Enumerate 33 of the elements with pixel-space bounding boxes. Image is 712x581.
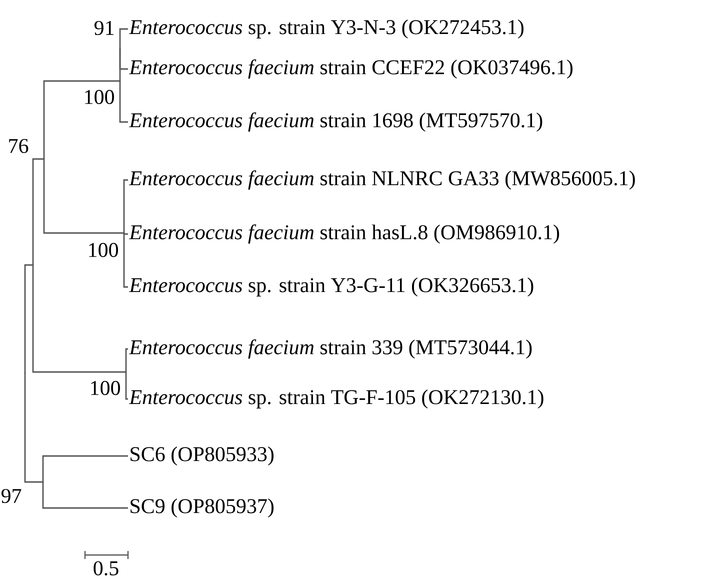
taxon-label: Enterococcus sp. strain Y3-G-11 (OK326653.1) (128, 277, 534, 297)
tree-branch (119, 81, 128, 123)
bootstrap-value: 91 (94, 20, 114, 36)
taxon-label: Enterococcus sp. strain TG-F-105 (OK272130.1) (128, 389, 544, 409)
taxon-label: Enterococcus faecium strain hasL.8 (OM986910.1) (128, 224, 560, 244)
taxon-label: SC6 (OP805933) (130, 446, 274, 466)
taxon-label: SC9 (OP805937) (130, 498, 274, 518)
tree-branch (43, 159, 124, 234)
tree-branch (125, 348, 128, 372)
bootstrap-value: 76 (9, 138, 28, 154)
taxon-label: Enterococcus faecium strain 1698 (MT597570.1) (128, 112, 542, 132)
tree-branch (43, 80, 120, 159)
taxon-label: Enterococcus faecium strain CCEF22 (OK037496.1) (128, 59, 572, 79)
tree-branch (123, 232, 128, 235)
scale-label: 0.5 (94, 561, 118, 576)
tree-branch (123, 233, 128, 288)
taxon-label: Enterococcus faecium strain NLNRC GA33 (MW856005.1) (128, 170, 635, 190)
bootstrap-value: 97 (1, 488, 22, 504)
taxon-label: Enterococcus sp. strain Y3-N-3 (OK272453.1) (128, 19, 524, 39)
bootstrap-value: 100 (89, 242, 118, 258)
taxon-label: Enterococcus faecium strain 339 (MT573044.1) (128, 339, 532, 359)
tree-branch (24, 264, 33, 373)
tree-branch (123, 179, 128, 233)
tree-branch (119, 48, 128, 70)
tree-branch (24, 373, 43, 483)
tree-branch (42, 482, 128, 509)
bootstrap-value: 100 (91, 380, 120, 396)
tree-branch (119, 28, 128, 48)
tree-branch (125, 372, 128, 400)
bootstrap-value: 100 (85, 90, 114, 104)
tree-branch (42, 455, 128, 482)
tree-branch (32, 158, 44, 265)
tree-branch (32, 265, 126, 373)
